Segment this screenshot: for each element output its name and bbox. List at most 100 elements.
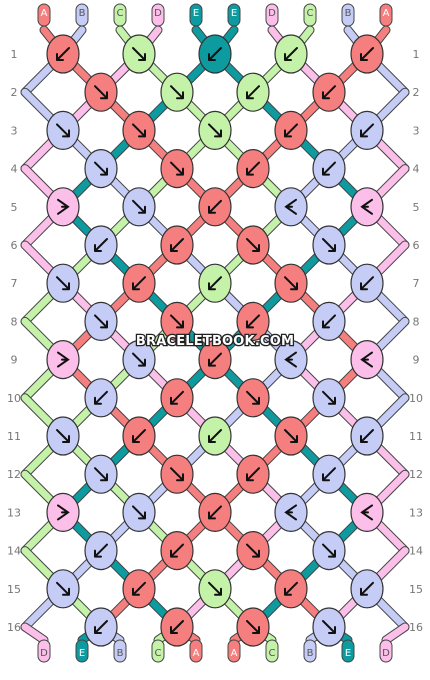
row-number-left: 12: [7, 468, 21, 481]
knot-arrow: [322, 390, 336, 405]
string-bottom-label: E: [345, 648, 351, 659]
knot-arrow: [246, 238, 260, 252]
row-number-left: 9: [11, 354, 18, 367]
string-bottom-label: B: [117, 648, 124, 659]
string-bottom-label: A: [231, 648, 238, 659]
string-bottom-6: [227, 639, 241, 663]
string-bottom-label: C: [269, 648, 276, 659]
string-bottom-3: [113, 639, 127, 663]
knot-arrow: [322, 238, 336, 252]
knot-arrow: [170, 161, 184, 176]
knot-arrow: [57, 198, 70, 215]
knot-arrow: [246, 85, 260, 100]
knot-arrow: [284, 123, 298, 138]
string-top-label: C: [307, 8, 314, 19]
string-bottom-label: D: [40, 648, 48, 659]
knot-arrow: [57, 351, 70, 368]
knot-arrow: [284, 429, 298, 443]
knot-arrow: [246, 390, 260, 405]
row-number-right: 1: [413, 48, 420, 61]
knot-arrow: [246, 543, 260, 558]
string-bottom-9: [341, 639, 355, 663]
knot-arrow: [56, 276, 70, 291]
row-number-right: 7: [413, 277, 420, 290]
row-number-left: 2: [11, 86, 18, 99]
knot-arrow: [170, 543, 184, 558]
knot-arrow: [284, 276, 298, 291]
string-top-label: E: [231, 8, 237, 19]
knot-arrow: [322, 467, 336, 482]
row-number-left: 3: [11, 124, 18, 137]
knot-arrow: [170, 467, 184, 482]
knot-arrow: [360, 123, 374, 138]
knot-arrow: [208, 505, 222, 520]
string-top-1: [37, 3, 51, 27]
string-bottom-label: A: [193, 648, 200, 659]
knot-arrow: [208, 199, 222, 214]
string-bottom-1: [37, 639, 51, 663]
row-number-right: 6: [413, 239, 420, 252]
knot-arrow: [208, 276, 222, 291]
string-top-4: [151, 3, 165, 27]
knot-arrow: [170, 238, 184, 252]
string-bottom-5: [189, 639, 203, 663]
knot-arrow: [94, 85, 108, 100]
knot-arrow: [208, 581, 222, 596]
string-top-2: [75, 3, 89, 27]
string-bottom-label: B: [307, 648, 314, 659]
string-bottom-2: [75, 639, 89, 663]
knot-arrow: [170, 85, 184, 100]
knot-arrow: [56, 123, 70, 138]
knot-arrow: [94, 390, 108, 405]
knot-arrow: [132, 429, 146, 443]
knot-arrow: [284, 47, 298, 61]
row-number-right: 16: [409, 621, 423, 634]
knot-arrow: [360, 504, 373, 521]
knot-arrow: [360, 351, 373, 368]
knot-arrow: [94, 238, 108, 252]
row-number-left: 16: [7, 621, 21, 634]
knot-arrow: [360, 47, 374, 61]
knot-arrow: [360, 276, 374, 291]
string-bottom-label: E: [79, 648, 85, 659]
row-number-right: 9: [413, 354, 420, 367]
knot-arrow: [284, 351, 297, 368]
string-top-10: [379, 3, 393, 27]
string-top-label: C: [117, 8, 124, 19]
knot-arrow: [132, 199, 146, 214]
knot-arrow: [132, 123, 146, 138]
string-bottom-label: D: [382, 648, 390, 659]
string-bottom-8: [303, 639, 317, 663]
knot-arrow: [132, 581, 146, 596]
row-number-right: 8: [413, 315, 420, 328]
knot-arrow: [360, 581, 374, 596]
string-bottom-4: [151, 639, 165, 663]
string-top-label: A: [383, 8, 390, 19]
row-number-right: 3: [413, 124, 420, 137]
knot-arrow: [56, 47, 70, 61]
row-number-right: 12: [409, 468, 423, 481]
string-top-9: [341, 3, 355, 27]
knot-arrow: [322, 620, 336, 634]
row-number-right: 10: [409, 392, 423, 405]
row-number-left: 13: [7, 506, 21, 519]
row-number-right: 2: [413, 86, 420, 99]
string-bottom-label: C: [155, 648, 162, 659]
knot-arrow: [246, 314, 260, 329]
knot-arrow: [208, 429, 222, 443]
row-number-left: 7: [11, 277, 18, 290]
knot-arrow: [56, 581, 70, 596]
row-number-left: 11: [7, 430, 21, 443]
string-top-5: [189, 3, 203, 27]
knot-arrow: [246, 161, 260, 176]
knot-arrow: [94, 543, 108, 558]
watermark: BRACELETBOOK.COM: [136, 334, 294, 349]
string-top-8: [303, 3, 317, 27]
knot-arrow: [94, 467, 108, 482]
knot-layer: [46, 34, 384, 647]
row-number-right: 11: [409, 430, 423, 443]
row-number-right: 4: [413, 163, 420, 176]
row-number-left: 5: [11, 201, 18, 214]
